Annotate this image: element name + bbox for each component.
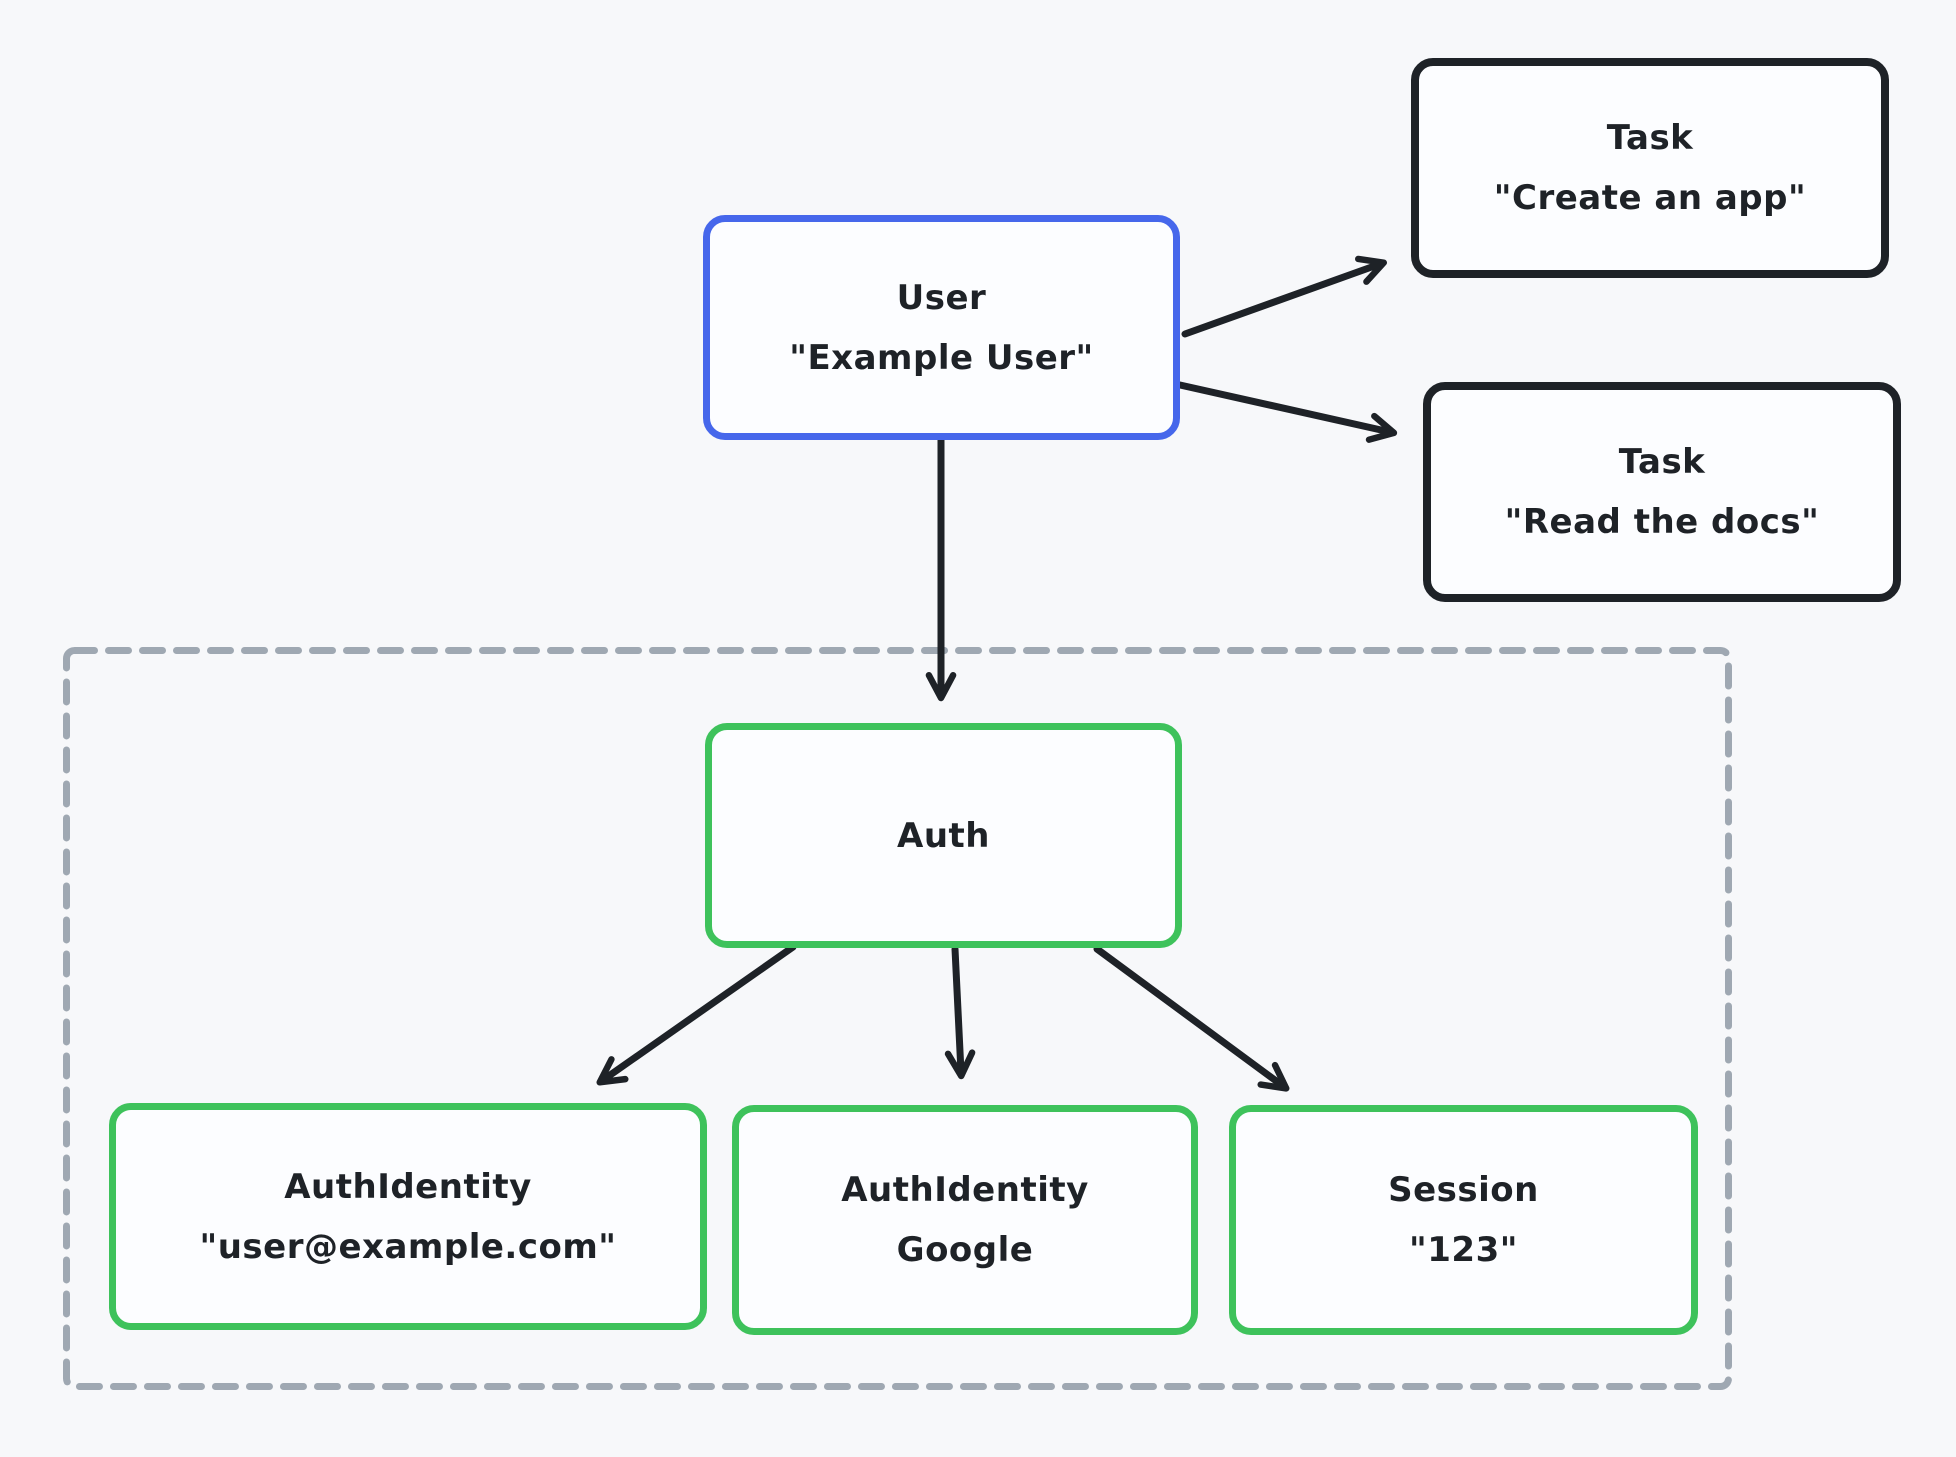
node-auth-line1: Auth xyxy=(897,815,990,856)
edge-auth-authidentity-email xyxy=(596,943,797,1086)
node-task-create-an-app: Task "Create an app" xyxy=(1411,58,1889,278)
edge-user-task-read xyxy=(1176,381,1398,443)
node-task-read-line1: Task xyxy=(1618,442,1706,482)
node-authidentity-google-line2: Google xyxy=(896,1230,1034,1270)
node-session-line1: Session xyxy=(1388,1170,1539,1210)
node-user-line1: User xyxy=(896,277,987,318)
node-session: Session "123" xyxy=(1229,1105,1698,1335)
node-authidentity-email-line1: AuthIdentity xyxy=(284,1166,532,1207)
edge-auth-authidentity-google xyxy=(944,945,976,1080)
node-authidentity-google: AuthIdentity Google xyxy=(732,1105,1198,1335)
node-session-line2: "123" xyxy=(1409,1230,1518,1270)
node-authidentity-email: AuthIdentity "user@example.com" xyxy=(109,1103,707,1330)
edge-auth-session xyxy=(1093,945,1290,1092)
node-task-read-line2: "Read the docs" xyxy=(1504,502,1820,542)
node-user: User "Example User" xyxy=(703,215,1180,440)
auth-group-outline xyxy=(63,647,1732,1390)
node-task-create-line1: Task xyxy=(1606,118,1694,158)
node-authidentity-email-line2: "user@example.com" xyxy=(199,1226,617,1267)
node-authidentity-google-line1: AuthIdentity xyxy=(841,1170,1089,1210)
edge-user-task-create xyxy=(1181,255,1388,338)
node-task-read-the-docs: Task "Read the docs" xyxy=(1423,382,1901,602)
node-task-create-line2: "Create an app" xyxy=(1493,178,1807,218)
node-user-line2: "Example User" xyxy=(789,337,1094,378)
node-auth: Auth xyxy=(705,723,1182,948)
